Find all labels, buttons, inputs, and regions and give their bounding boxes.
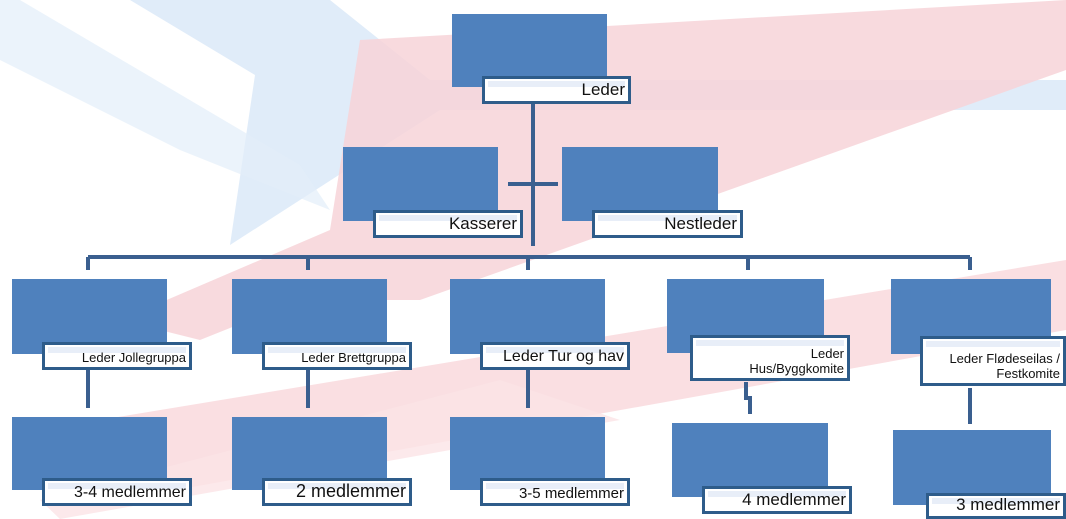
node-group-4-members-label: 4 medlemmer	[702, 486, 852, 514]
node-group-5-members-label: 3 medlemmer	[926, 493, 1066, 519]
node-group-3-members-text: 3-5 medlemmer	[518, 484, 624, 502]
node-group-3-members-label: 3-5 medlemmer	[480, 478, 630, 506]
node-group-1-members-label: 3-4 medlemmer	[42, 478, 192, 506]
node-assistant-1-label: Kasserer	[373, 210, 523, 238]
node-group-4-leader-label: Leder Hus/Byggkomite	[690, 335, 850, 381]
node-assistant-2	[562, 147, 718, 221]
node-top-text: Leder	[581, 80, 625, 100]
node-top	[452, 14, 607, 87]
node-group-2-leader	[232, 279, 387, 354]
node-assistant-2-label: Nestleder	[592, 210, 743, 238]
node-group-4-members	[672, 423, 828, 497]
node-group-4-leader-line-2: Hus/Byggkomite	[749, 361, 844, 377]
node-assistant-1-text: Kasserer	[448, 214, 517, 234]
node-group-2-members-label: 2 medlemmer	[262, 478, 412, 506]
node-group-3-members	[450, 417, 605, 490]
node-group-2-leader-text: Leder Brettgruppa	[301, 350, 406, 366]
node-group-3-leader-label: Leder Tur og hav	[480, 342, 630, 370]
node-group-3-leader	[450, 279, 605, 354]
node-group-2-members	[232, 417, 387, 490]
node-group-1-members-text: 3-4 medlemmer	[73, 483, 186, 501]
node-group-1-leader	[12, 279, 167, 354]
node-assistant-2-text: Nestleder	[664, 214, 737, 234]
node-assistant-1	[343, 147, 498, 221]
node-group-2-leader-label: Leder Brettgruppa	[262, 342, 412, 370]
node-group-2-members-text: 2 medlemmer	[295, 481, 406, 502]
node-group-4-members-text: 4 medlemmer	[742, 490, 846, 510]
node-group-3-leader-text: Leder Tur og hav	[503, 347, 624, 365]
node-group-1-members	[12, 417, 167, 490]
node-group-1-leader-text: Leder Jollegruppa	[81, 350, 186, 366]
node-group-5-members-text: 3 medlemmer	[956, 495, 1060, 515]
node-group-5-leader-line-2: Festkomite	[996, 366, 1060, 382]
node-group-5-members	[893, 430, 1051, 505]
node-group-5-leader-label: Leder Flødeseilas / Festkomite	[920, 336, 1066, 386]
node-group-1-leader-label: Leder Jollegruppa	[42, 342, 192, 370]
node-top-label: Leder	[482, 76, 631, 104]
node-group-5-leader-line-1: Leder Flødeseilas /	[949, 351, 1060, 367]
node-group-4-leader-line-1: Leder	[810, 346, 844, 362]
